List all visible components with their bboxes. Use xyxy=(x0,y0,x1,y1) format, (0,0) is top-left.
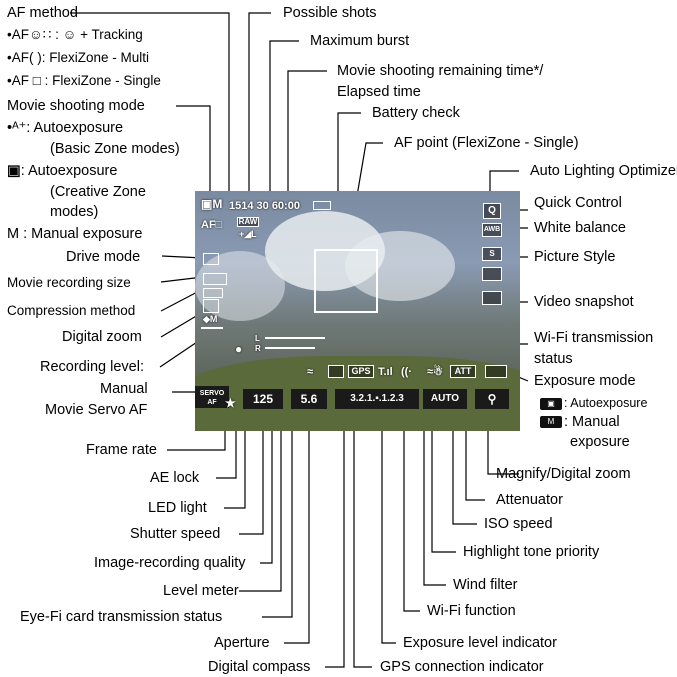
label-wifi-function: Wi-Fi function xyxy=(427,603,516,619)
picture-style-icon: S xyxy=(482,247,502,261)
magnify-icon: ⚲ xyxy=(487,392,497,406)
label-af-option-tracking: •AF☺∷ : ☺ + Tracking xyxy=(7,27,143,42)
movie-size-icon xyxy=(203,273,227,285)
compression-icon xyxy=(203,288,223,298)
raw-icon: RAW xyxy=(237,217,259,227)
wind-filter-icon: ≈☃ xyxy=(427,366,443,378)
white-balance-icon: AWB xyxy=(482,223,502,237)
label-af-point: AF point (FlexiZone - Single) xyxy=(394,135,579,151)
alo-icon xyxy=(482,267,502,281)
zoom-level-icon: ◆M xyxy=(203,314,218,324)
level-meter-bar-right xyxy=(265,347,315,349)
label-gps-connection: GPS connection indicator xyxy=(380,659,544,675)
wifi-function-icon: T.ıl xyxy=(378,366,393,378)
label-quick-control: Quick Control xyxy=(534,195,622,211)
label-recording-level: Recording level: xyxy=(40,359,144,375)
label-eyefi-status: Eye-Fi card transmission status xyxy=(20,609,223,625)
ae-lock-icon: ★ xyxy=(225,396,236,410)
aperture-value[interactable]: 5.6 xyxy=(291,389,327,409)
label-mode-auto-basic-sub: (Basic Zone modes) xyxy=(50,141,180,157)
label-white-balance: White balance xyxy=(534,220,626,236)
label-movie-servo-af: Movie Servo AF xyxy=(45,402,148,418)
label-digital-zoom: Digital zoom xyxy=(62,329,142,345)
shutter-speed-value[interactable]: 125 xyxy=(243,389,283,409)
label-exposure-manual-sub: exposure xyxy=(570,434,630,450)
movie-servo-af-icon: SERVO AF xyxy=(195,386,229,408)
led-light-icon: ● xyxy=(235,342,243,356)
label-mode-auto-creative-sub1: (Creative Zone xyxy=(50,184,146,200)
label-wind-filter: Wind filter xyxy=(453,577,518,593)
label-aperture: Aperture xyxy=(214,635,270,651)
label-wifi-transmission-status: status xyxy=(534,351,573,367)
label-mode-auto-creative: ▣: Autoexposure xyxy=(7,163,118,179)
label-compression-method: Compression method xyxy=(7,303,136,318)
label-mode-auto-creative-sub2: modes) xyxy=(50,204,99,220)
label-iso-speed: ISO speed xyxy=(484,516,553,532)
label-picture-style: Picture Style xyxy=(534,249,616,265)
attenuator-icon: ATT xyxy=(450,365,476,378)
label-af-method: AF method xyxy=(7,5,78,21)
gps-icon: GPS xyxy=(348,365,374,378)
wifi-transmission-icon: ((· xyxy=(401,366,412,378)
label-frame-rate: Frame rate xyxy=(86,442,157,458)
label-manual: Manual xyxy=(100,381,148,397)
label-magnify-digital-zoom: Magnify/Digital zoom xyxy=(496,466,631,482)
label-shutter-speed: Shutter speed xyxy=(130,526,221,542)
movie-manual-icon: M xyxy=(540,416,562,429)
magnify-button[interactable]: ⚲ xyxy=(475,389,509,409)
video-snapshot-icon xyxy=(482,291,502,305)
level-meter-bar-left xyxy=(265,337,325,339)
exposure-level-scale: 3.2.1.▪.1.2.3 xyxy=(335,389,419,409)
label-wifi-transmission: Wi-Fi transmission xyxy=(534,330,654,346)
label-exposure-manual: M: Manual xyxy=(540,414,620,430)
wifi-icon: ≈ xyxy=(307,366,314,378)
label-battery-check: Battery check xyxy=(372,105,460,121)
digital-zoom-icon xyxy=(203,299,219,313)
label-af-option-multi: •AF( ): FlexiZone - Multi xyxy=(7,50,149,65)
label-led-light: LED light xyxy=(148,500,207,516)
label-possible-shots: Possible shots xyxy=(283,5,377,21)
label-image-recording-quality: Image-recording quality xyxy=(94,555,246,571)
label-auto-lighting-optimizer: Auto Lighting Optimizer xyxy=(530,163,677,179)
label-attenuator: Attenuator xyxy=(496,492,563,508)
label-movie-remaining: Movie shooting remaining time*/ xyxy=(337,63,544,79)
label-elapsed-time: Elapsed time xyxy=(337,84,421,100)
quick-control-button[interactable]: Q xyxy=(483,203,501,219)
image-quality-icon: +◢L xyxy=(239,229,257,239)
label-ae-lock: AE lock xyxy=(150,470,200,486)
exposure-mode-icon xyxy=(485,365,507,378)
label-movie-shooting-mode: Movie shooting mode xyxy=(7,98,145,114)
drive-mode-icon xyxy=(203,253,219,265)
label-mode-auto-basic: •ᴬ⁺: Autoexposure xyxy=(7,120,124,136)
af-point-frame xyxy=(314,249,378,313)
label-movie-recording-size: Movie recording size xyxy=(7,275,131,290)
af-method-icon: AF□ xyxy=(201,219,223,231)
label-drive-mode: Drive mode xyxy=(66,249,141,265)
top-readout: 1514 30 60:00 xyxy=(229,200,300,212)
label-af-option-single: •AF □ : FlexiZone - Single xyxy=(7,73,161,88)
cloud xyxy=(195,251,285,321)
label-exposure-mode: Exposure mode xyxy=(534,373,636,389)
label-video-snapshot: Video snapshot xyxy=(534,294,634,310)
movie-auto-icon: ▣ xyxy=(540,397,562,410)
level-meter-left-label: L xyxy=(255,334,260,343)
eyefi-icon xyxy=(328,365,344,378)
iso-value[interactable]: AUTO xyxy=(423,389,467,409)
label-digital-compass: Digital compass xyxy=(208,659,311,675)
battery-icon xyxy=(313,201,331,210)
label-exposure-level-indicator: Exposure level indicator xyxy=(403,635,557,651)
label-highlight-tone-priority: Highlight tone priority xyxy=(463,544,600,560)
cloud xyxy=(345,231,455,301)
movie-mode-icon: ▣M xyxy=(201,197,223,211)
level-meter-right-label: R xyxy=(255,344,261,353)
live-view-screen: ▣M 1514 30 60:00 AF□ RAW +◢L ◆M L R Q AW… xyxy=(195,191,520,431)
label-exposure-auto: ▣: Autoexposure xyxy=(540,395,647,411)
label-level-meter: Level meter xyxy=(163,583,239,599)
recording-level-slider xyxy=(201,327,223,329)
label-mode-manual: M : Manual exposure xyxy=(7,226,143,242)
label-maximum-burst: Maximum burst xyxy=(310,33,410,49)
